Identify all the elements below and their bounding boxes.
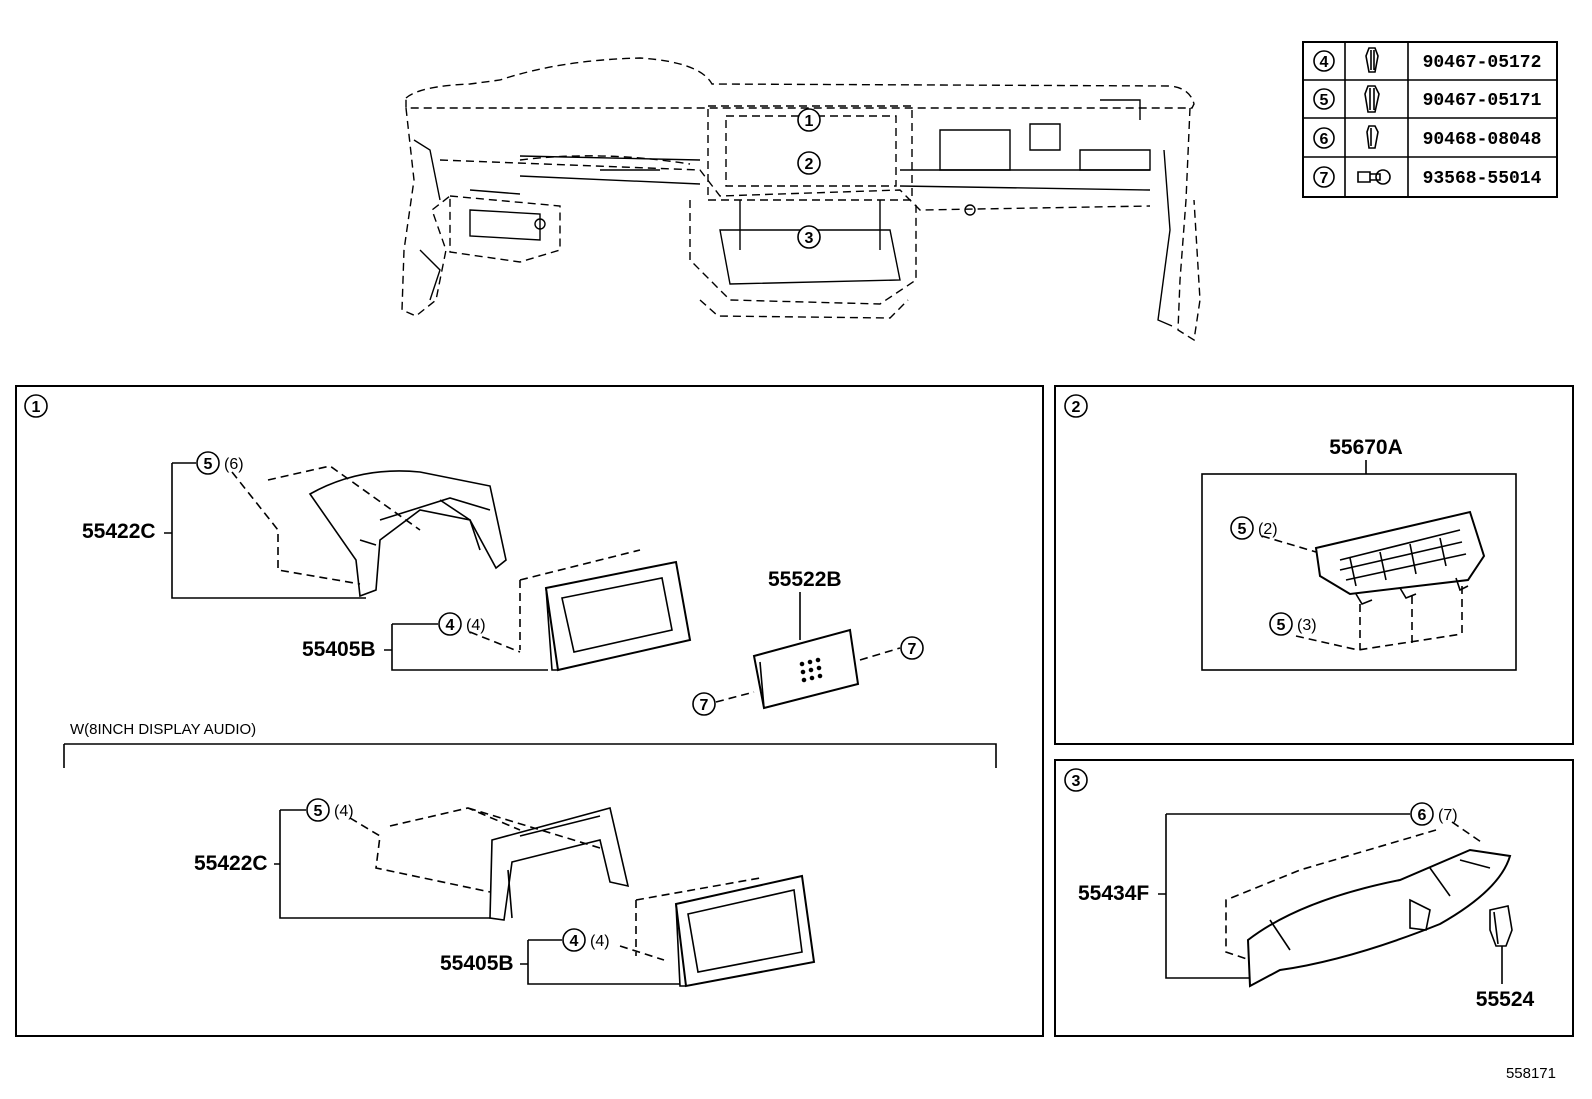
svg-text:6: 6 (1418, 807, 1427, 824)
screw-icon (1357, 169, 1391, 185)
fastener-table: 4 90467-05172 5 90467-05171 6 90468-0804… (1302, 41, 1558, 198)
part-label: 55522B (768, 568, 842, 591)
clip-qty: (4) (590, 933, 610, 950)
section-number: 1 (32, 399, 41, 416)
table-row: 6 90468-08048 (1313, 125, 1542, 150)
dashboard-frame-illustration (401, 57, 1201, 342)
bezel-illustration (674, 874, 816, 988)
svg-text:1: 1 (805, 113, 814, 130)
section-number: 2 (1072, 399, 1081, 416)
part-label: 55405B (302, 638, 376, 661)
bezel-illustration (544, 560, 692, 672)
svg-text:4: 4 (446, 617, 455, 634)
control-panel-illustration (1314, 510, 1486, 605)
clip-icon (1365, 47, 1379, 73)
section-number: 3 (1072, 773, 1081, 790)
part-label: 55524 (1476, 988, 1535, 1011)
section-3: 3 55434F 6 (7) 55524 (1054, 759, 1574, 1037)
part-label: 55422C (82, 520, 156, 543)
table-row: 4 90467-05172 (1313, 47, 1542, 73)
svg-text:2: 2 (805, 156, 814, 173)
clip-icon (1366, 125, 1379, 149)
part-label: 55434F (1078, 882, 1149, 905)
table-part-number: 90467-05172 (1423, 53, 1542, 73)
section-2: 2 55670A 5 (2) 5 (3) (1054, 385, 1574, 745)
svg-text:5: 5 (314, 803, 323, 820)
table-ref: 7 (1320, 170, 1329, 187)
clip-qty: (3) (1297, 617, 1317, 634)
clip-qty: (4) (466, 617, 486, 634)
table-part-number: 93568-55014 (1423, 169, 1542, 189)
clip-qty: (4) (334, 803, 354, 820)
clip-qty: (6) (224, 456, 244, 473)
table-ref: 4 (1320, 54, 1329, 71)
bracket-illustration (308, 470, 507, 598)
overview-callout: 3 (797, 225, 821, 249)
svg-text:4: 4 (570, 933, 579, 950)
svg-text:7: 7 (908, 641, 917, 658)
clip-qty: (2) (1258, 521, 1278, 538)
small-part-illustration (1489, 905, 1513, 947)
overview-callout: 1 (797, 108, 821, 132)
part-label: 55670A (1329, 436, 1403, 459)
svg-text:5: 5 (1238, 521, 1247, 538)
part-label: 55405B (440, 952, 514, 975)
svg-text:5: 5 (1277, 617, 1286, 634)
clip-icon (1364, 85, 1380, 113)
part-label: 55422C (194, 852, 268, 875)
table-part-number: 90468-08048 (1423, 130, 1542, 150)
table-row: 7 93568-55014 (1313, 166, 1542, 189)
table-ref: 6 (1320, 131, 1329, 148)
bracket-illustration (489, 807, 630, 921)
clip-qty: (7) (1438, 807, 1458, 824)
svg-text:3: 3 (805, 230, 814, 247)
diagram-code: 558171 (1506, 1065, 1556, 1082)
plate-illustration (752, 628, 860, 710)
table-row: 5 90467-05171 (1313, 85, 1542, 113)
table-ref: 5 (1320, 92, 1329, 109)
table-part-number: 90467-05171 (1423, 91, 1542, 111)
section-1: 1 55422C 5 (6) 55405B 4 (4) 55522B (15, 385, 1044, 1037)
svg-text:7: 7 (700, 697, 709, 714)
lower-panel-illustration (1246, 848, 1512, 988)
variant-note: W(8INCH DISPLAY AUDIO) (70, 721, 256, 738)
svg-text:5: 5 (204, 456, 213, 473)
overview-callout: 2 (797, 151, 821, 175)
